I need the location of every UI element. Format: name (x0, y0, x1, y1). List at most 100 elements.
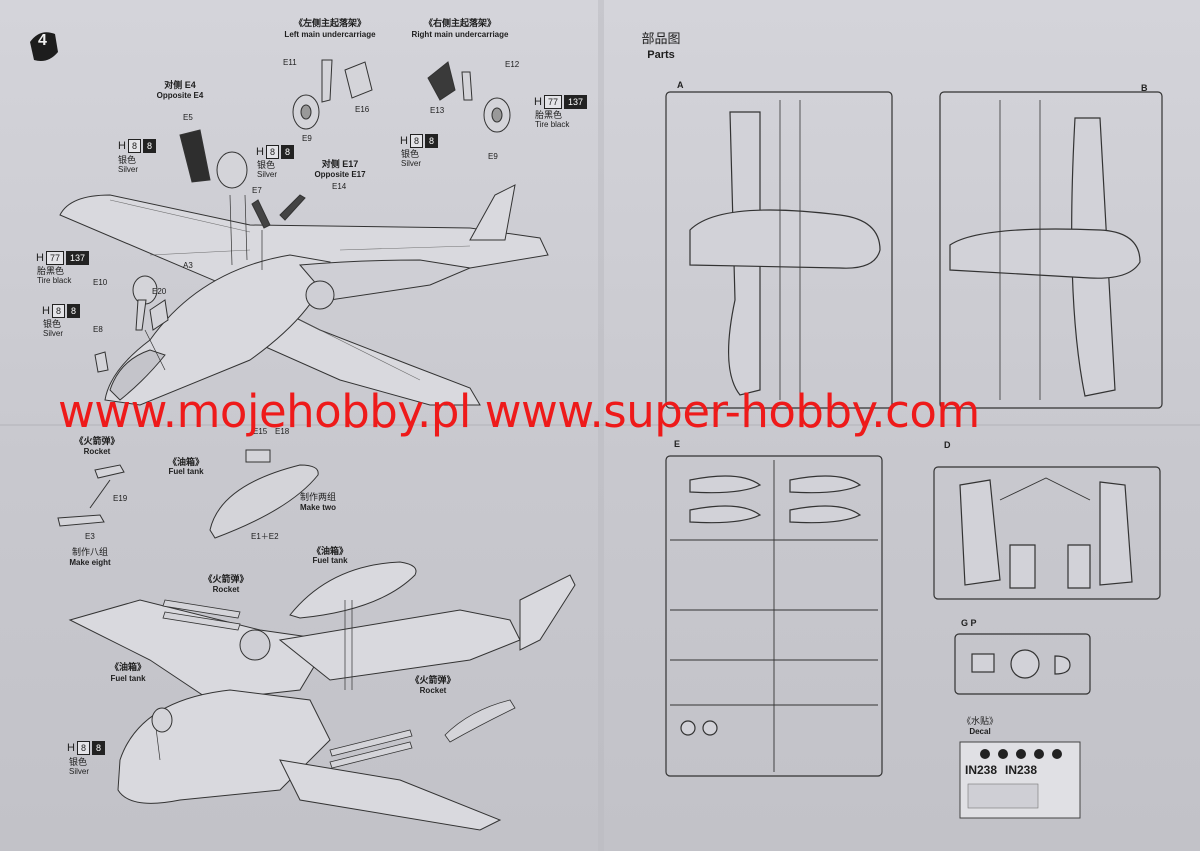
lower-fuel-tank-cn: 《油箱》 (311, 546, 349, 556)
sprue-e-label: E (674, 439, 681, 449)
part-e7: E7 (252, 186, 262, 195)
silver-en: Silver (69, 767, 90, 776)
lower-fuel-tank-2-en: Fuel tank (110, 674, 146, 683)
paint-h: H (42, 305, 50, 317)
make-eight-en: Make eight (69, 558, 111, 567)
opposite-e17-cn: 对侧 E17 (321, 159, 359, 169)
sprue-d-label: D (944, 440, 951, 450)
sprue-e (665, 455, 883, 777)
paint-code: 8 (91, 741, 105, 755)
part-e1-e2: E1＋E2 (251, 532, 279, 541)
step-badge (30, 32, 58, 61)
paint-code: 8 (142, 139, 156, 153)
decal-title-en: Decal (969, 727, 991, 736)
part-e15: E15 (253, 427, 268, 436)
lower-fuel-tank-en: Fuel tank (312, 556, 348, 565)
part-e11: E11 (283, 58, 297, 67)
lower-rocket-2-cn: 《火箭弹》 (410, 675, 456, 685)
silver-cn: 银色 (401, 149, 420, 159)
lower-wheel (151, 707, 173, 733)
sprue-b-label: B (1141, 83, 1148, 93)
part-e5: E5 (183, 113, 193, 122)
parts-header-cn: 部品图 (641, 31, 681, 46)
sprue-gp (954, 633, 1091, 695)
make-eight-cn: 制作八组 (71, 547, 109, 557)
right-gear-title-cn: 《右侧主起落架》 (423, 18, 497, 28)
fuel-tank-title-cn: 《油箱》 (167, 457, 205, 467)
lower-aircraft-drawing (68, 561, 576, 831)
decal-sheet (959, 741, 1081, 819)
opposite-e4-en: Opposite E4 (156, 91, 204, 100)
right-gear-title-en: Right main undercarriage (411, 30, 509, 39)
decal-code-1: IN238 (965, 763, 998, 777)
tire-black-en: Tire black (37, 276, 72, 285)
rocket-title-en: Rocket (83, 447, 111, 456)
left-gear-title-cn: 《左侧主起落架》 (293, 18, 367, 28)
silver-en: Silver (118, 165, 139, 174)
part-e19: E19 (113, 494, 128, 503)
sprue-b (939, 91, 1163, 409)
paint-code: 8 (66, 304, 80, 318)
left-gear-title-en: Left main undercarriage (284, 30, 376, 39)
lower-fuel-tank-2-cn: 《油箱》 (109, 662, 147, 672)
tire-black-en: Tire black (535, 120, 570, 129)
part-e14: E14 (332, 182, 347, 191)
paint-h: H (256, 146, 264, 158)
paint-code: 8 (127, 139, 141, 153)
part-a3: A3 (183, 261, 193, 270)
sprue-a-label: A (677, 80, 684, 90)
part-e8: E8 (93, 325, 103, 334)
fuel-tank-part (209, 449, 319, 539)
paint-h: H (534, 96, 542, 108)
fuel-tank-title-en: Fuel tank (168, 467, 204, 476)
silver-en: Silver (257, 170, 278, 179)
silver-en: Silver (401, 159, 422, 168)
tire-black-cn: 胎黑色 (535, 110, 563, 120)
decal-code-2: IN238 (1005, 763, 1038, 777)
paint-h: H (36, 252, 44, 264)
paint-code: 8 (424, 134, 438, 148)
decal-title-cn: 《水贴》 (961, 716, 999, 726)
silver-cn: 银色 (118, 155, 137, 165)
rocket-part (57, 464, 125, 527)
wheel-parts (94, 129, 306, 373)
opposite-e17-en: Opposite E17 (314, 170, 366, 179)
paint-h: H (67, 742, 75, 754)
right-gear-parts (427, 61, 511, 133)
lower-rockets (162, 599, 516, 769)
sprue-gp-label: G P (961, 618, 977, 628)
paint-code: 137 (65, 251, 89, 265)
make-two-cn: 制作两组 (299, 492, 337, 502)
tire-black-cn: 胎黑色 (37, 266, 65, 276)
lower-rocket-cn: 《火箭弹》 (203, 574, 249, 584)
paint-h: H (400, 135, 408, 147)
silver-cn: 银色 (43, 319, 62, 329)
part-e10: E10 (93, 278, 108, 287)
parts-header-en: Parts (647, 49, 675, 61)
silver-en: Silver (43, 329, 64, 338)
step-number: 4 (38, 32, 47, 49)
opposite-e4-cn: 对侧 E4 (164, 80, 196, 90)
sprue-a (665, 91, 893, 409)
part-e16: E16 (355, 105, 370, 114)
silver-cn: 银色 (257, 160, 276, 170)
paint-code: 77 (543, 95, 562, 109)
part-e13: E13 (430, 106, 445, 115)
paint-code: 8 (265, 145, 279, 159)
paint-code: 8 (409, 134, 423, 148)
paint-code: 8 (76, 741, 90, 755)
paint-h: H (118, 140, 126, 152)
lower-rocket-en: Rocket (212, 585, 240, 594)
part-e18: E18 (275, 427, 290, 436)
rocket-title-cn: 《火箭弹》 (74, 436, 120, 446)
paint-code: 137 (563, 95, 587, 109)
part-e20: E20 (152, 287, 167, 296)
